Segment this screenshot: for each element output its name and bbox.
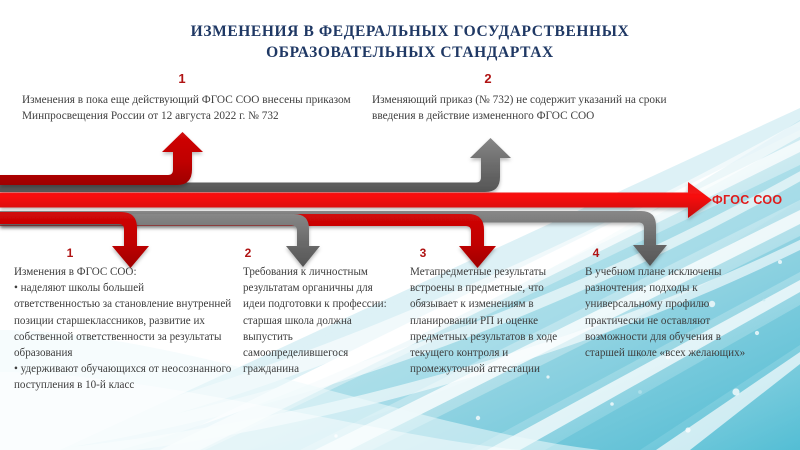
column-number-3: 3 [419, 246, 427, 260]
column-text-1: Изменения в ФГОС СОО: • наделяют школы б… [14, 266, 232, 392]
arrow-up-gray-track [0, 138, 511, 192]
axis-label-fgos-soo: ФГОС СОО [712, 193, 783, 207]
column-number-1: 1 [66, 246, 74, 260]
column-number-2: 2 [244, 246, 252, 260]
arrow-down-red-track-1 [0, 212, 149, 268]
column-text-2: Требования к личностным результатам орга… [243, 266, 387, 376]
top-callout-text-1: Изменения в пока еще действующий ФГОС СО… [22, 94, 351, 123]
page-title: ИЗМЕНЕНИЯ В ФЕДЕРАЛЬНЫХ ГОСУДАРСТВЕННЫХ … [120, 22, 700, 64]
column-text-4: В учебном плане исключены разночтения; п… [585, 266, 746, 359]
page-title-line-1: ИЗМЕНЕНИЯ В ФЕДЕРАЛЬНЫХ ГОСУДАРСТВЕННЫХ [190, 23, 630, 40]
column-text-3: Метапредметные результаты встроены в пре… [410, 266, 558, 376]
top-callout-text-2: Изменяющий приказ (№ 732) не содержит ук… [372, 94, 667, 123]
top-callout-number-2: 2 [484, 71, 492, 86]
column-number-4: 4 [592, 246, 600, 260]
top-callout-number-1: 1 [178, 71, 186, 86]
arrow-right-main-spine [0, 182, 712, 218]
page-title-line-2: ОБРАЗОВАТЕЛЬНЫХ СТАНДАРТАХ [266, 43, 554, 61]
arrow-up-red-track [0, 132, 203, 185]
